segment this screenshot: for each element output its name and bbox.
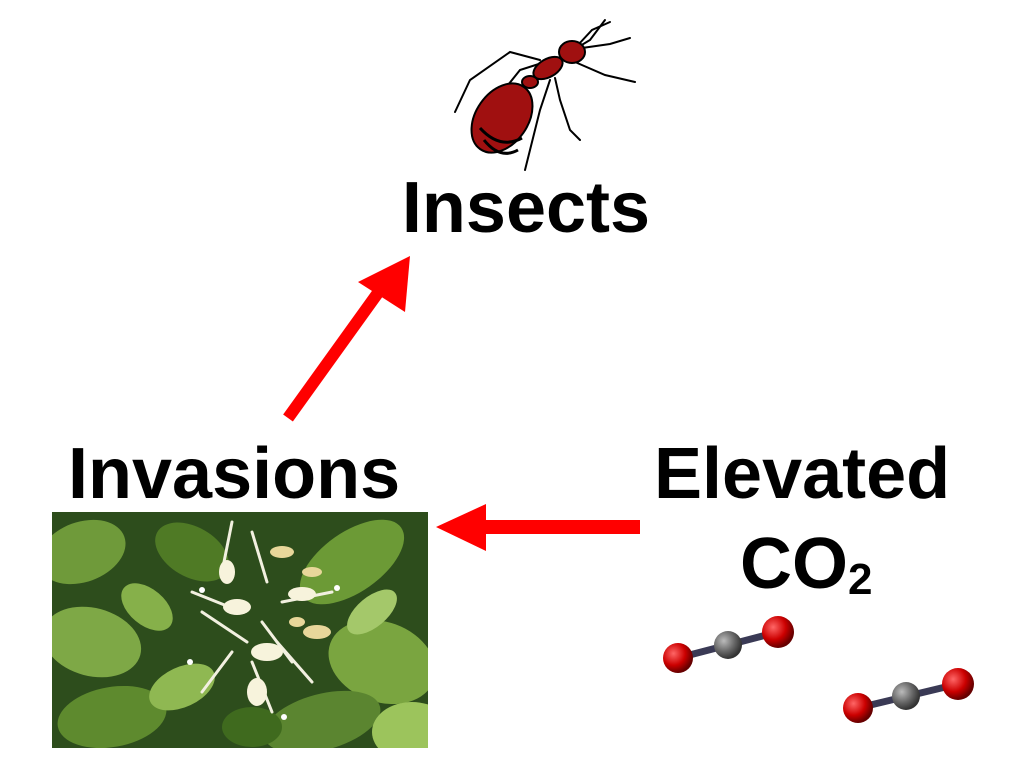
- elevated-label: Elevated: [654, 434, 951, 514]
- honeysuckle-photo: [52, 512, 428, 748]
- invasions-label: Invasions: [68, 434, 401, 514]
- insects-label: Insects: [401, 168, 651, 248]
- co2-label: CO2: [740, 528, 872, 602]
- arrow-co2-to-invasions: [436, 504, 640, 551]
- co2-main-text: CO: [740, 524, 848, 604]
- co2-molecule-2: [843, 668, 974, 723]
- co2-molecule-1: [663, 616, 794, 673]
- arrow-invasions-to-insects: [283, 256, 410, 422]
- co2-subscript: 2: [848, 555, 873, 604]
